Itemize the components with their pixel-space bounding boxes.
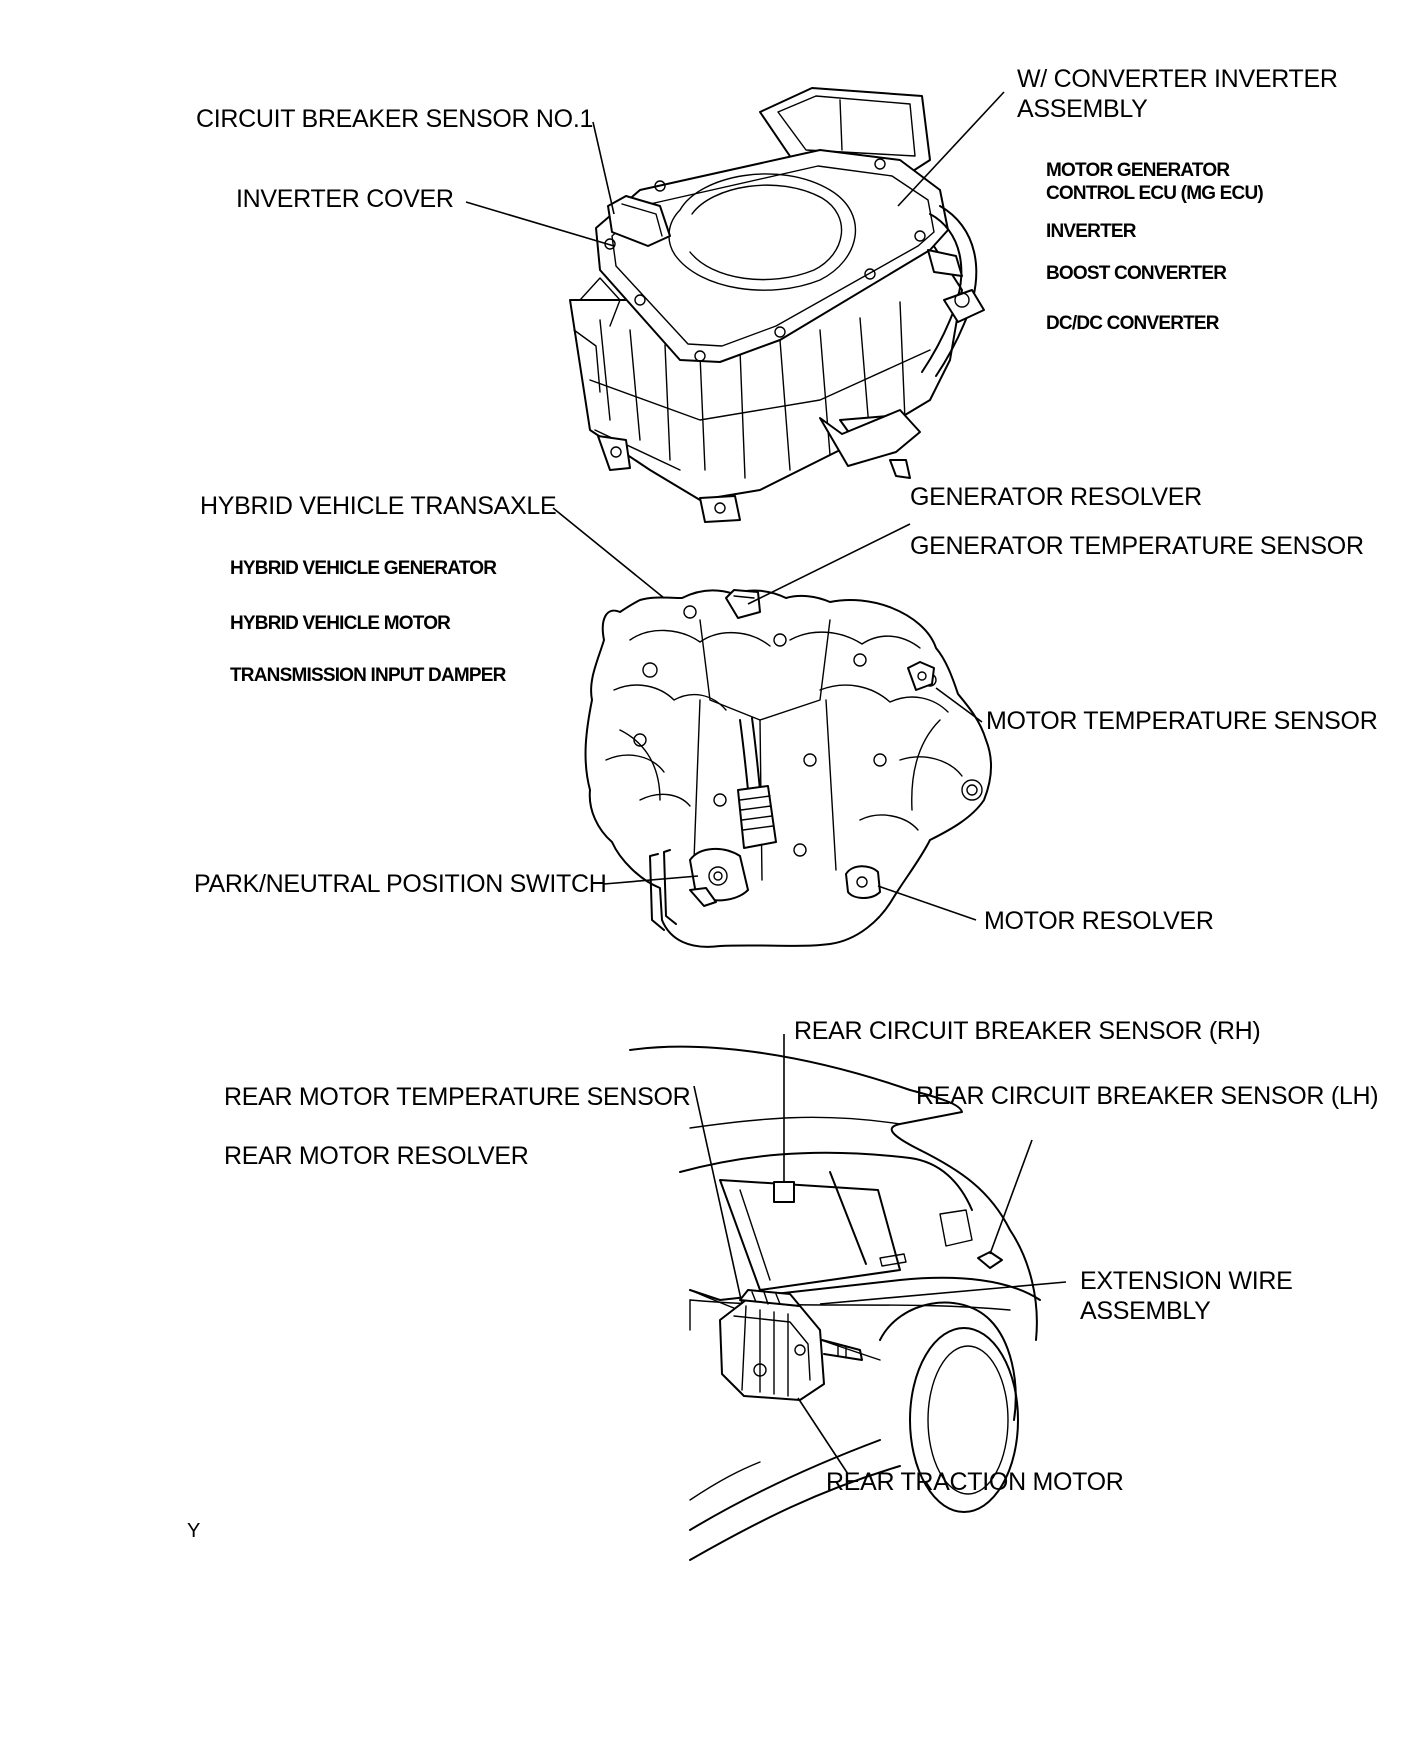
leader-motor-resolver: [877, 885, 977, 921]
leader-hybrid-vehicle-transaxle: [552, 507, 665, 599]
hybrid-vehicle-transaxle-illustration: [584, 589, 992, 948]
label-rear-motor-temperature-sensor: REAR MOTOR TEMPERATURE SENSOR: [224, 1083, 691, 1111]
label-rear-circuit-breaker-sensor-rh: REAR CIRCUIT BREAKER SENSOR (RH): [794, 1017, 1261, 1045]
label-rear-motor-resolver: REAR MOTOR RESOLVER: [224, 1142, 529, 1170]
label-motor-resolver: MOTOR RESOLVER: [984, 907, 1214, 935]
label-inverter-cover: INVERTER COVER: [236, 185, 454, 213]
label-transmission-input-damper: TRANSMISSION INPUT DAMPER: [230, 665, 506, 686]
leader-circuit-breaker-sensor-no1: [592, 121, 615, 215]
leader-rear-motor-temperature-sensor: [693, 1085, 743, 1305]
leader-lines: [465, 91, 1067, 1475]
label-dcdc-converter: DC/DC CONVERTER: [1046, 313, 1220, 334]
label-hybrid-vehicle-transaxle: HYBRID VEHICLE TRANSAXLE: [200, 492, 557, 520]
label-park-neutral-position-switch: PARK/NEUTRAL POSITION SWITCH: [194, 870, 607, 898]
vehicle-rear-illustration: [629, 1045, 1041, 1561]
label-mg-ecu: MOTOR GENERATOR CONTROL ECU (MG ECU): [1046, 160, 1264, 204]
label-hybrid-vehicle-generator: HYBRID VEHICLE GENERATOR: [230, 558, 497, 579]
figure-code: Y: [187, 1520, 201, 1542]
leader-extension-wire-assembly: [819, 1281, 1067, 1305]
label-rear-circuit-breaker-sensor-lh: REAR CIRCUIT BREAKER SENSOR (LH): [916, 1082, 1379, 1110]
label-boost-converter: BOOST CONVERTER: [1046, 263, 1227, 284]
label-generator-temperature-sensor: GENERATOR TEMPERATURE SENSOR: [910, 532, 1364, 560]
label-circuit-breaker-sensor-no1: CIRCUIT BREAKER SENSOR NO.1: [196, 105, 594, 133]
leader-park-neutral-position-switch: [603, 875, 699, 885]
label-motor-temperature-sensor: MOTOR TEMPERATURE SENSOR: [986, 707, 1378, 735]
label-rear-traction-motor: REAR TRACTION MOTOR: [826, 1468, 1124, 1496]
label-hybrid-vehicle-motor: HYBRID VEHICLE MOTOR: [230, 613, 451, 634]
label-generator-resolver: GENERATOR RESOLVER: [910, 483, 1202, 511]
label-extension-wire-assembly: EXTENSION WIRE ASSEMBLY: [1080, 1267, 1293, 1325]
leader-rear-traction-motor: [797, 1397, 849, 1475]
leader-inverter-cover: [465, 201, 615, 247]
label-converter-inverter-assembly: W/ CONVERTER INVERTER ASSEMBLY: [1017, 65, 1338, 123]
leader-rear-circuit-breaker-sensor-lh: [989, 1139, 1033, 1255]
leader-generator-sensors: [747, 523, 911, 605]
label-inverter: INVERTER: [1046, 221, 1136, 242]
converter-inverter-assembly-illustration: [569, 87, 985, 523]
leader-converter-inverter-assembly: [897, 91, 1005, 207]
leader-motor-temperature-sensor: [935, 687, 983, 723]
